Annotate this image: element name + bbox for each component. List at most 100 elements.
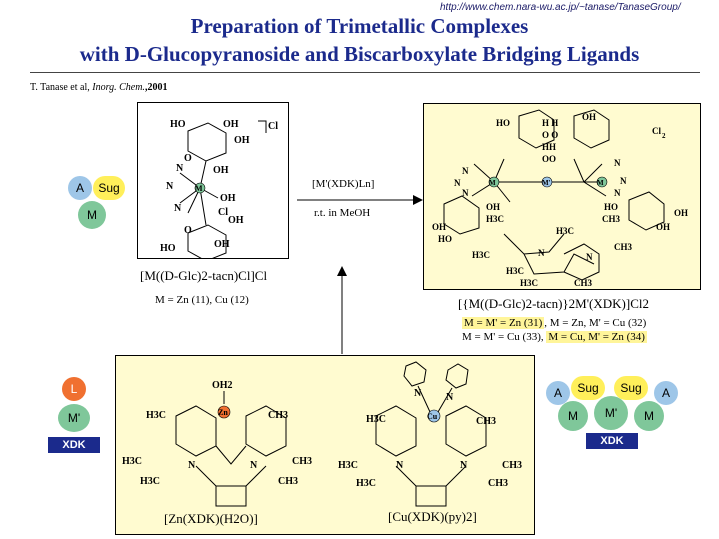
svg-text:N: N bbox=[586, 252, 593, 262]
variant-31: M = M' = Zn (31) bbox=[462, 317, 545, 329]
svg-text:N: N bbox=[250, 460, 258, 471]
svg-text:OH: OH bbox=[228, 215, 244, 226]
connector-arrow bbox=[337, 266, 347, 354]
legend-right-m2: M bbox=[634, 401, 664, 431]
svg-text:Cl: Cl bbox=[652, 126, 661, 136]
svg-text:N: N bbox=[620, 176, 627, 186]
svg-text:H3C: H3C bbox=[356, 478, 376, 489]
svg-text:N: N bbox=[174, 203, 182, 214]
svg-text:OO: OO bbox=[542, 154, 556, 164]
svg-text:2: 2 bbox=[662, 132, 666, 140]
svg-text:N: N bbox=[460, 460, 468, 471]
legend-a-ball: A bbox=[68, 176, 92, 200]
legend-right-a1: A bbox=[546, 381, 570, 405]
legend-right-m1: M bbox=[558, 401, 588, 431]
legend-l-ball: L bbox=[62, 377, 86, 401]
page-title-line2: with D-Glucopyranoside and Biscarboxylat… bbox=[79, 42, 640, 66]
svg-text:H H: H H bbox=[542, 118, 558, 128]
svg-text:OH2: OH2 bbox=[212, 380, 233, 391]
svg-text:N: N bbox=[176, 163, 184, 174]
legend-right-sug1: Sug bbox=[571, 376, 605, 400]
svg-text:H3C: H3C bbox=[140, 476, 160, 487]
mono-complex-metals: M = Zn (11), Cu (12) bbox=[155, 294, 249, 306]
citation: T. Tanase et al, Inorg. Chem.,2001 bbox=[30, 82, 168, 93]
cu-xdk-name: [Cu(XDK)(py)2] bbox=[388, 509, 477, 524]
svg-text:M: M bbox=[195, 184, 203, 193]
svg-text:HO: HO bbox=[438, 234, 452, 244]
tri-complex-name: [{M((D-Glc)2-tacn)}2M'(XDK)]Cl2 bbox=[458, 296, 649, 311]
svg-text:N: N bbox=[614, 158, 621, 168]
svg-text:Cu: Cu bbox=[427, 412, 438, 421]
svg-text:OH: OH bbox=[674, 208, 688, 218]
svg-text:H3C: H3C bbox=[486, 214, 504, 224]
svg-text:CH3: CH3 bbox=[602, 214, 621, 224]
svg-text:CH3: CH3 bbox=[278, 476, 298, 487]
svg-text:M: M bbox=[597, 179, 604, 187]
svg-text:OH: OH bbox=[213, 165, 229, 176]
svg-text:N: N bbox=[396, 460, 404, 471]
svg-text:HO: HO bbox=[604, 202, 618, 212]
variant-33: M = M' = Cu (33) bbox=[462, 331, 541, 343]
legend-sug-ball: Sug bbox=[93, 176, 125, 200]
svg-text:OH: OH bbox=[223, 119, 239, 130]
svg-text:HO: HO bbox=[170, 119, 186, 130]
variant-32: M = Zn, M' = Cu (32) bbox=[549, 317, 647, 329]
page-title-line1: Preparation of Trimetallic Complexes bbox=[190, 14, 529, 38]
svg-text:HO: HO bbox=[496, 118, 510, 128]
svg-text:O: O bbox=[184, 153, 192, 164]
svg-text:OH: OH bbox=[234, 135, 250, 146]
svg-text:CH3: CH3 bbox=[574, 278, 593, 288]
svg-text:H3C: H3C bbox=[122, 456, 142, 467]
source-url[interactable]: http://www.chem.nara-wu.ac.jp/~tanase/Ta… bbox=[440, 2, 681, 13]
svg-text:H3C: H3C bbox=[146, 410, 166, 421]
zn-xdk-name: [Zn(XDK)(H2O)] bbox=[164, 511, 258, 526]
legend-right-xdk-box: XDK bbox=[586, 433, 638, 449]
svg-text:OH: OH bbox=[432, 222, 446, 232]
svg-text:CH3: CH3 bbox=[268, 410, 288, 421]
svg-text:OH: OH bbox=[486, 202, 500, 212]
mono-complex-name: [M((D-Glc)2-tacn)Cl]Cl bbox=[140, 268, 268, 283]
legend-right-sug2: Sug bbox=[614, 376, 648, 400]
svg-text:Zn: Zn bbox=[218, 408, 228, 417]
svg-text:O O: O O bbox=[542, 130, 558, 140]
svg-text:HH: HH bbox=[542, 142, 556, 152]
svg-text:N: N bbox=[166, 181, 174, 192]
svg-text:H3C: H3C bbox=[556, 226, 574, 236]
svg-text:N: N bbox=[446, 392, 454, 403]
reaction-conditions: r.t. in MeOH bbox=[314, 207, 371, 219]
legend-mprime-ball: M' bbox=[58, 404, 90, 432]
svg-text:OH: OH bbox=[656, 222, 670, 232]
svg-text:OH: OH bbox=[582, 112, 596, 122]
svg-text:CH3: CH3 bbox=[488, 478, 508, 489]
title-divider bbox=[30, 72, 700, 73]
legend-right-mprime: M' bbox=[594, 396, 628, 430]
svg-text:CH3: CH3 bbox=[502, 460, 522, 471]
svg-text:CH3: CH3 bbox=[292, 456, 312, 467]
svg-text:HO: HO bbox=[160, 243, 176, 254]
svg-text:N: N bbox=[614, 188, 621, 198]
svg-text:M': M' bbox=[542, 179, 551, 187]
svg-text:H3C: H3C bbox=[472, 250, 490, 260]
legend-right-a2: A bbox=[654, 381, 678, 405]
legend-m-ball: M bbox=[78, 201, 106, 229]
variant-34: M = Cu, M' = Zn (34) bbox=[546, 331, 647, 343]
legend-xdk-box: XDK bbox=[48, 437, 100, 453]
svg-text:N: N bbox=[454, 178, 461, 188]
svg-text:H3C: H3C bbox=[338, 460, 358, 471]
svg-text:CH3: CH3 bbox=[614, 242, 633, 252]
svg-text:Cl: Cl bbox=[268, 121, 278, 132]
svg-text:M: M bbox=[489, 179, 496, 187]
svg-text:N: N bbox=[414, 388, 422, 399]
svg-text:H3C: H3C bbox=[520, 278, 538, 288]
svg-text:N: N bbox=[462, 166, 469, 176]
reaction-reagent: [M'(XDK)Ln] bbox=[312, 178, 375, 190]
svg-text:Cl: Cl bbox=[218, 207, 228, 218]
svg-text:H3C: H3C bbox=[366, 414, 386, 425]
svg-text:OH: OH bbox=[220, 193, 236, 204]
tri-complex-variants: M = M' = Zn (31), M = Zn, M' = Cu (32) M… bbox=[462, 317, 647, 343]
